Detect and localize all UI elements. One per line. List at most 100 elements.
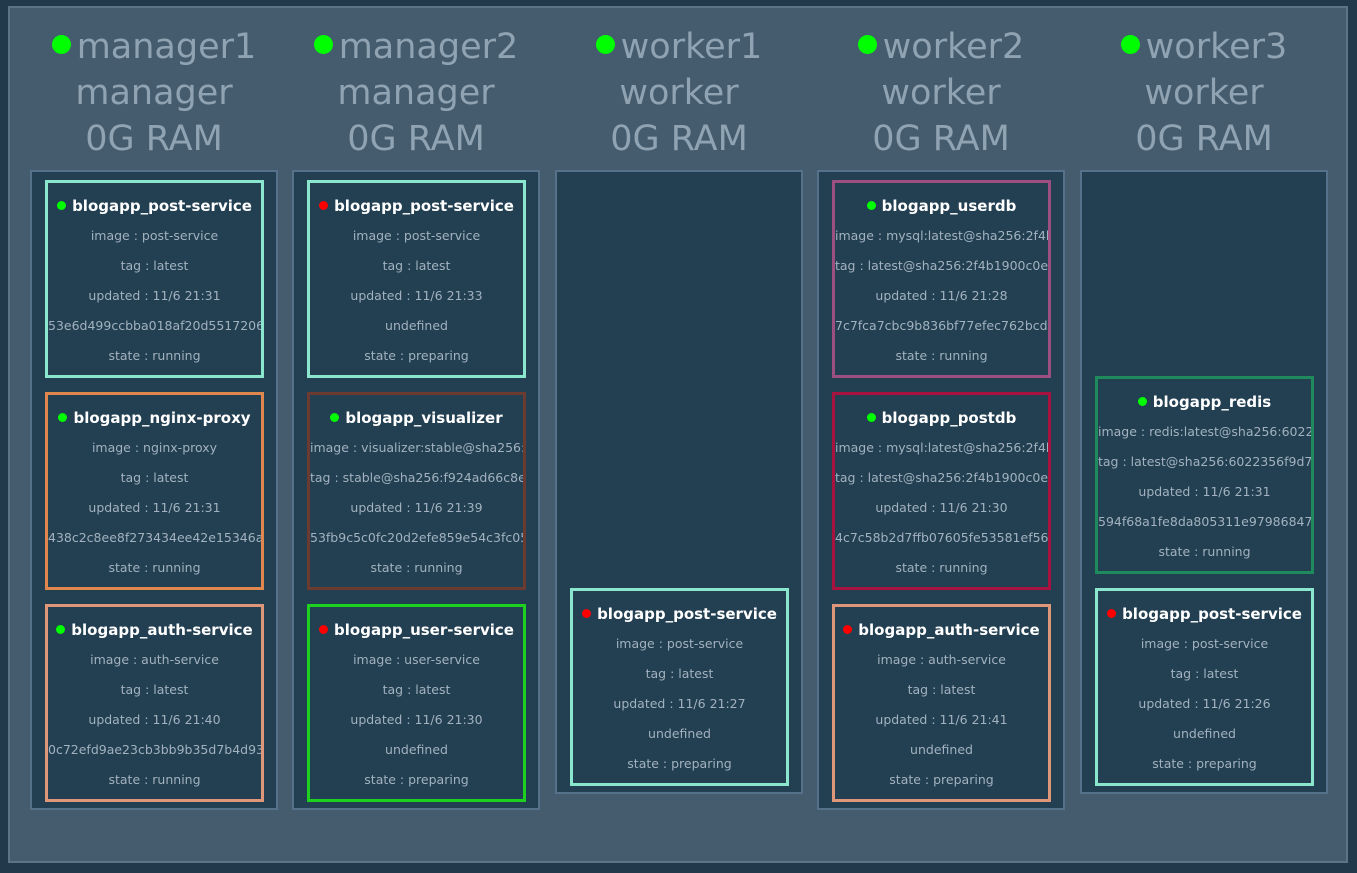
node-ram: 0G RAM (347, 119, 485, 159)
node-status-icon (1120, 34, 1140, 54)
task-tag: tag : latest (120, 470, 189, 485)
task-status-icon (319, 625, 329, 634)
task-details: image : visualizer:stable@sha256:f92 tag … (310, 433, 523, 583)
node-role: manager (337, 73, 495, 113)
task-container-id: undefined (385, 318, 448, 333)
task-title-row: blogapp_redis (1098, 392, 1311, 412)
task-container-id: 0c72efd9ae23cb3bb9b35d7b4d934 (48, 742, 264, 757)
task-image: image : nginx-proxy (91, 440, 218, 455)
task-title: blogapp_nginx-proxy (73, 409, 251, 427)
node-status-icon (595, 34, 615, 54)
task-state: state : preparing (364, 772, 469, 787)
task-title-row: blogapp_auth-service (835, 620, 1048, 640)
node-ram: 0G RAM (872, 119, 1010, 159)
task-title: blogapp_post-service (1122, 605, 1302, 623)
node-role: manager (75, 73, 233, 113)
task-title-row: blogapp_postdb (835, 408, 1048, 428)
task-title: blogapp_visualizer (345, 409, 503, 427)
node-name: worker1 (620, 27, 763, 67)
task-status-icon (866, 413, 876, 422)
task-state: state : running (895, 560, 988, 575)
task-updated: updated : 11/6 21:30 (875, 500, 1008, 515)
task-image: image : visualizer:stable@sha256:f92 (310, 440, 526, 455)
task-image: image : post-service (352, 228, 481, 243)
task-status-icon (866, 201, 876, 210)
task-title: blogapp_postdb (881, 409, 1017, 427)
task-title-row: blogapp_userdb (835, 196, 1048, 216)
task-updated: updated : 11/6 21:27 (613, 696, 746, 711)
task-tag: tag : latest@sha256:6022356f9d729 (1098, 454, 1314, 469)
task-title-row: blogapp_post-service (1098, 604, 1311, 624)
node-name-row: worker3 (1080, 24, 1328, 70)
task-status-icon (1137, 397, 1147, 406)
task-updated: updated : 11/6 21:31 (88, 288, 221, 303)
node-role: worker (1144, 73, 1264, 113)
task-title: blogapp_post-service (597, 605, 777, 623)
task-title-row: blogapp_post-service (573, 604, 786, 624)
task-status-icon (319, 201, 329, 210)
task-state: state : running (108, 772, 201, 787)
task-status-icon (330, 413, 340, 422)
task-title-row: blogapp_nginx-proxy (48, 408, 261, 428)
task-tag: tag : latest (1170, 666, 1239, 681)
task-title-row: blogapp_auth-service (48, 620, 261, 640)
task-image: image : auth-service (90, 652, 219, 667)
task-updated: updated : 11/6 21:26 (1138, 696, 1271, 711)
task-image: image : redis:latest@sha256:602235 (1098, 424, 1314, 439)
task-status-icon (58, 413, 68, 422)
task-status-icon (57, 201, 67, 210)
task-status-icon (1107, 609, 1117, 618)
task-image: image : user-service (353, 652, 480, 667)
node-role: worker (619, 73, 739, 113)
node-name-row: manager2 (292, 24, 540, 70)
task-title: blogapp_auth-service (858, 621, 1040, 639)
task-title-row: blogapp_post-service (48, 196, 261, 216)
task-status-icon (843, 625, 853, 634)
node-status-icon (313, 34, 333, 54)
task-updated: updated : 11/6 21:28 (875, 288, 1008, 303)
task-updated: updated : 11/6 21:33 (350, 288, 483, 303)
task-state: state : running (108, 348, 201, 363)
node-name-row: manager1 (30, 24, 278, 70)
task-title-row: blogapp_user-service (310, 620, 523, 640)
task-state: state : preparing (627, 756, 732, 771)
task-details: image : redis:latest@sha256:602235 tag : … (1098, 417, 1311, 567)
task-updated: updated : 11/6 21:40 (88, 712, 221, 727)
task-tag: tag : stable@sha256:f924ad66c8e94 (310, 470, 526, 485)
task-title: blogapp_post-service (72, 197, 252, 215)
task-image: image : mysql:latest@sha256:2f4b19 (835, 228, 1051, 243)
task-state: state : running (370, 560, 463, 575)
task-container-id: 7c7fca7cbc9b836bf77efec762bcd22 (835, 318, 1051, 333)
task-updated: updated : 11/6 21:30 (350, 712, 483, 727)
task-container-id: 4c7c58b2d7ffb07605fe53581ef5641 (835, 530, 1051, 545)
task-image: image : mysql:latest@sha256:2f4b19 (835, 440, 1051, 455)
task-title: blogapp_user-service (334, 621, 514, 639)
task-container-id: 53fb9c5c0fc20d2efe859e54c3fc052f (310, 530, 526, 545)
node-status-icon (857, 34, 877, 54)
task-title: blogapp_redis (1152, 393, 1272, 411)
task-state: state : running (1158, 544, 1251, 559)
